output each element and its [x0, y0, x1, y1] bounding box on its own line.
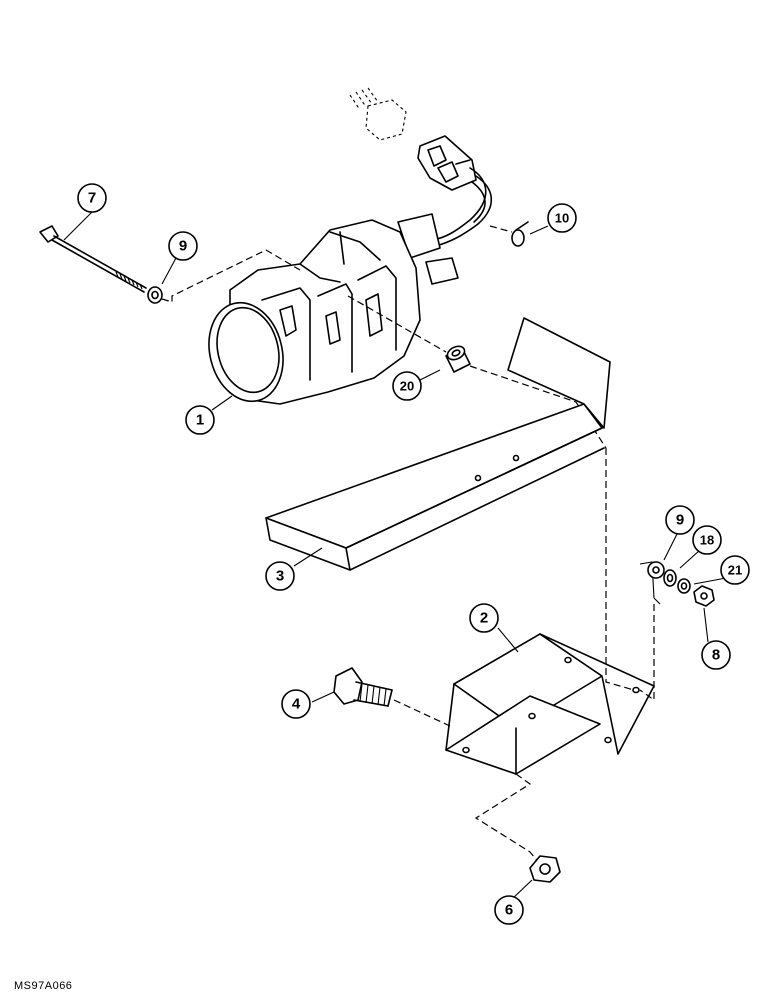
washer [147, 286, 163, 304]
callout-18: 18 [692, 525, 722, 555]
angle-bracket [265, 317, 611, 571]
callout-label-18: 18 [700, 533, 714, 548]
callout-label-4: 4 [292, 696, 301, 713]
callout-label-9-lower: 9 [676, 512, 684, 529]
bolt-centerline [161, 249, 301, 303]
callout-10: 10 [547, 203, 577, 233]
solenoid-assembly [208, 213, 459, 405]
hex-nut [529, 855, 561, 883]
callout-label-7: 7 [88, 190, 96, 207]
callout-label-20: 20 [400, 379, 414, 394]
hex-bolt [333, 667, 393, 707]
drawing-code: MS97A066 [14, 980, 73, 992]
spacer [445, 345, 471, 373]
callout-label-10: 10 [555, 211, 569, 226]
callout-label-21: 21 [728, 563, 742, 578]
callout-20: 20 [392, 371, 422, 401]
callout-label-1: 1 [196, 412, 204, 429]
callout-label-8: 8 [712, 647, 720, 664]
right-hardware-stack [639, 561, 715, 607]
callout-6: 6 [494, 895, 524, 925]
long-bolt [39, 225, 147, 293]
callout-label-9-upper: 9 [179, 238, 187, 255]
callout-label-3: 3 [276, 568, 284, 585]
callout-2: 2 [469, 603, 499, 633]
callout-21: 21 [720, 555, 750, 585]
callout-4: 4 [281, 689, 311, 719]
callout-8: 8 [701, 640, 731, 670]
mounting-plate [445, 633, 655, 775]
callout-label-2: 2 [480, 610, 488, 627]
callout-3: 3 [265, 561, 295, 591]
wiring-harness-connector [349, 87, 493, 247]
callout-9-upper: 9 [168, 231, 198, 261]
callout-7: 7 [77, 183, 107, 213]
leader-lines [63, 211, 727, 901]
callout-1: 1 [185, 405, 215, 435]
callout-label-6: 6 [505, 902, 513, 919]
callout-9-lower: 9 [665, 505, 695, 535]
ring-terminal [511, 221, 529, 247]
